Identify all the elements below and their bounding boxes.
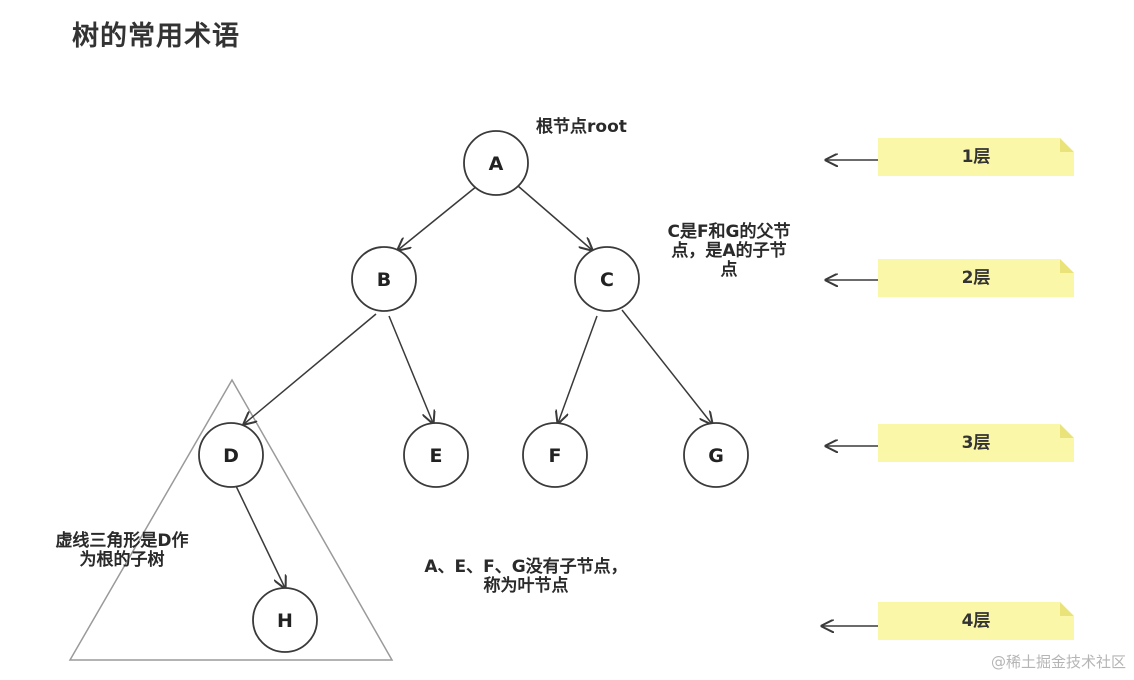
folded-corner-icon [1060,259,1074,273]
edge-d-h [235,485,285,588]
node-a: A [463,130,529,196]
level-1-tag: 1层 [878,138,1074,176]
root-node-note: 根节点root [536,117,627,137]
node-g: G [683,422,749,488]
subtree-triangle [68,378,394,661]
edge-b-e [388,315,433,423]
node-e: E [403,422,469,488]
level-2-tag: 2层 [878,259,1074,297]
node-b: B [351,246,417,312]
level-3-label: 3层 [961,433,991,453]
parent-child-note: C是F和G的父节点，是A的子节点 [667,222,791,280]
node-d: D [198,422,264,488]
node-f-label: F [549,445,562,467]
edge-c-g [621,309,712,424]
node-b-label: B [377,269,391,291]
folded-corner-icon [1060,602,1074,616]
node-c: C [574,246,640,312]
node-c-label: C [600,269,614,291]
watermark: @稀土掘金技术社区 [990,653,1126,671]
level-2-label: 2层 [961,268,991,288]
edge-a-b [398,185,478,250]
node-g-label: G [708,445,724,467]
leaf-nodes-note: A、E、F、G没有子节点，称为叶节点 [424,557,628,596]
node-h: H [252,587,318,653]
folded-corner-icon [1060,424,1074,438]
level-1-label: 1层 [961,147,991,167]
node-f: F [522,422,588,488]
node-a-label: A [489,153,504,175]
edge-a-c [517,185,592,250]
folded-corner-icon [1060,138,1074,152]
level-4-tag: 4层 [878,602,1074,640]
node-d-label: D [223,445,239,467]
level-3-tag: 3层 [878,424,1074,462]
node-e-label: E [430,445,443,467]
page-title: 树的常用术语 [72,21,240,52]
level-4-label: 4层 [961,611,991,631]
edge-c-f [558,315,598,423]
edge-b-d [244,313,377,424]
subtree-note: 虚线三角形是D作为根的子树 [55,531,189,570]
node-h-label: H [277,610,293,632]
